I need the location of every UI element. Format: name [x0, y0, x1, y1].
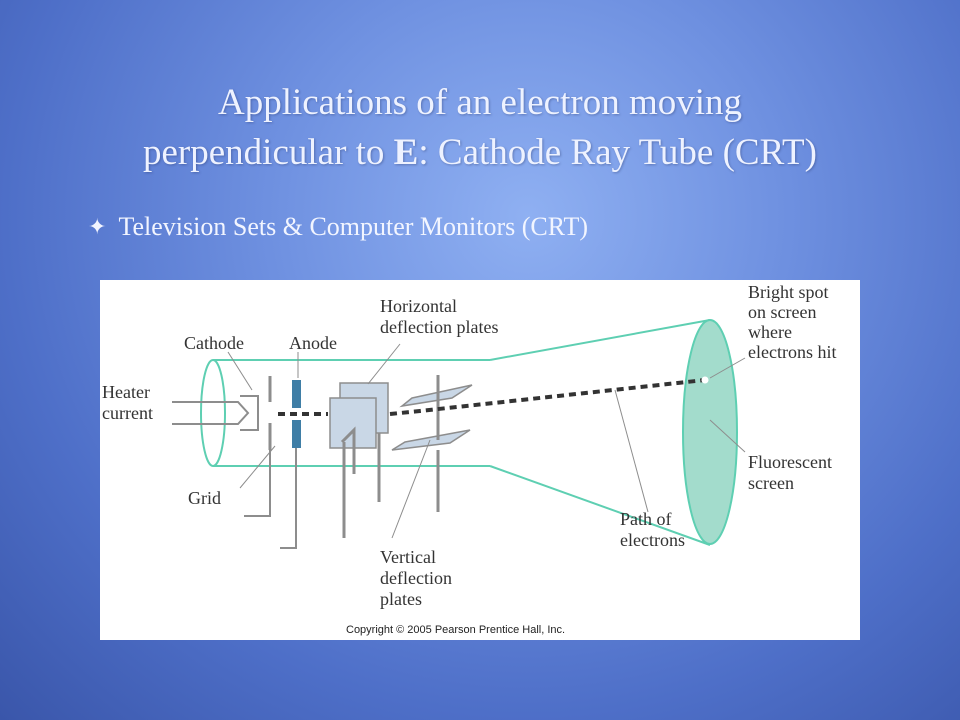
- label-path-2: electrons: [620, 530, 685, 550]
- grid-electrode: [244, 376, 272, 517]
- bullet-item: ✦ Television Sets & Computer Monitors (C…: [88, 212, 588, 242]
- label-horizontal-2: deflection plates: [380, 317, 498, 337]
- tube-funnel-bottom: [489, 465, 711, 546]
- electron-path: [278, 378, 706, 416]
- crt-diagram-svg: Cathode Anode Heater current Grid Horizo…: [102, 282, 836, 636]
- horizontal-deflection-plates: [329, 382, 389, 538]
- title-field-symbol: E: [393, 132, 419, 173]
- label-heater-1: Heater: [102, 382, 150, 402]
- label-fluorescent-1: Fluorescent: [748, 452, 832, 472]
- title-line-2-pre: perpendicular to: [143, 132, 394, 173]
- label-bright-1: Bright spot: [748, 282, 829, 302]
- bullet-text: Television Sets & Computer Monitors (CRT…: [118, 212, 589, 241]
- vertical-deflection-plates: [391, 375, 473, 512]
- leader-lines: [227, 343, 746, 539]
- label-path-1: Path of: [620, 509, 672, 529]
- label-heater-2: current: [102, 403, 153, 423]
- four-point-star-icon: ✦: [88, 214, 107, 240]
- label-vertical-3: plates: [380, 589, 422, 609]
- label-bright-4: electrons hit: [748, 342, 836, 362]
- label-bright-2: on screen: [748, 302, 816, 322]
- cathode: [240, 395, 259, 431]
- label-grid: Grid: [188, 488, 221, 508]
- label-vertical-1: Vertical: [380, 547, 436, 567]
- title-line-2-post: : Cathode Ray Tube (CRT): [418, 132, 817, 173]
- label-anode: Anode: [289, 333, 337, 353]
- anode: [280, 380, 301, 549]
- label-fluorescent-2: screen: [748, 473, 794, 493]
- tube-funnel-top: [489, 319, 711, 361]
- crt-diagram: Cathode Anode Heater current Grid Horizo…: [100, 280, 860, 640]
- bright-spot: [701, 376, 709, 384]
- heater-arrow-icon: [172, 401, 250, 425]
- fluorescent-screen: [682, 319, 738, 545]
- title-line-2: perpendicular to E: Cathode Ray Tube (CR…: [40, 128, 920, 178]
- copyright-text: Copyright © 2005 Pearson Prentice Hall, …: [346, 624, 565, 636]
- title-line-1: Applications of an electron moving: [217, 82, 743, 123]
- label-bright-3: where: [748, 322, 792, 342]
- label-cathode: Cathode: [184, 333, 244, 353]
- label-vertical-2: deflection: [380, 568, 452, 588]
- tube-back-end: [200, 359, 226, 467]
- slide-title: Applications of an electron moving perpe…: [40, 78, 920, 178]
- tube: [200, 319, 711, 546]
- label-horizontal-1: Horizontal: [380, 296, 457, 316]
